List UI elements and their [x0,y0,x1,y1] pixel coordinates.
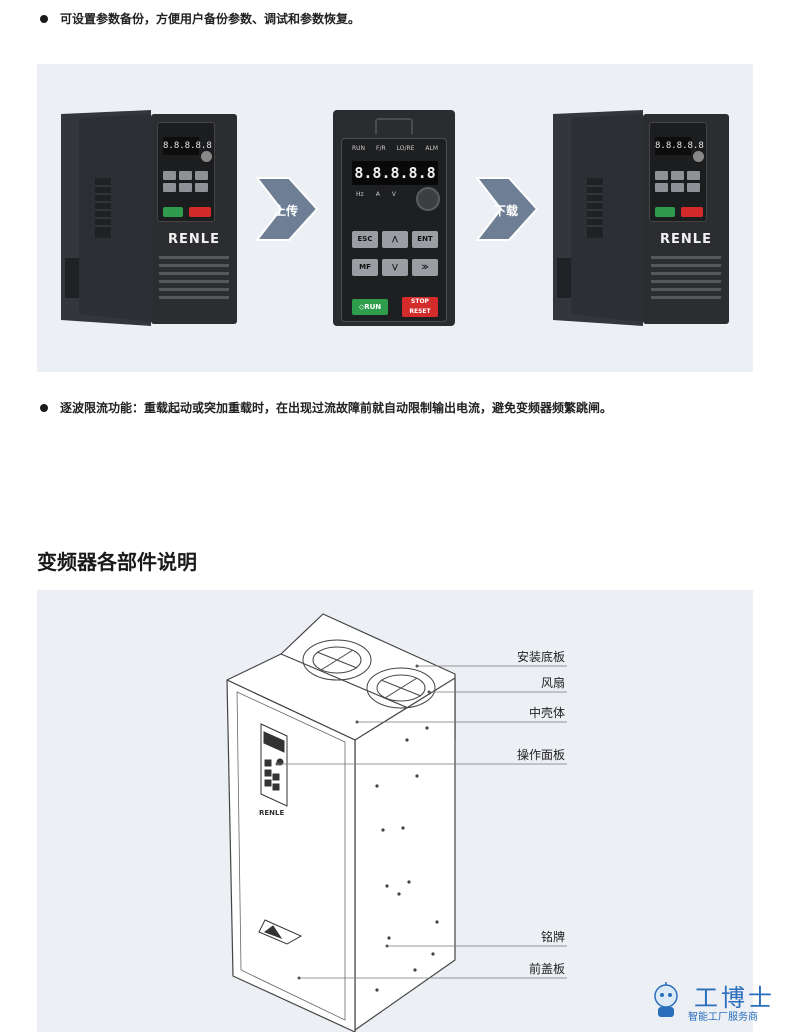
inverter-display: 8.8.8.8.8 [163,137,212,155]
unit-v: V [391,191,396,198]
led-run: RUN [352,145,366,152]
mf-key: MF [352,259,378,276]
label-middle-shell: 中壳体 [528,706,565,720]
upload-arrow: 上传 [254,176,319,242]
inverter-run-key [655,207,675,217]
inverter-right: 8.8.8.8.8 RENLE [551,108,731,328]
inverter-front: 8.8.8.8.8 RENLE [643,114,729,324]
arrow-right-icon [474,177,539,241]
inverter-run-key [163,207,183,217]
inverter-left: 8.8.8.8.8 RENLE [59,108,239,328]
watermark: 工博士 智能工厂服务商 [646,970,786,1026]
ent-key: ENT [412,231,438,248]
down-key: ⋁ [382,259,408,276]
run-key: ◇RUN [352,299,388,315]
download-arrow: 下载 [474,176,539,242]
section-title: 变频器各部件说明 [37,550,197,574]
unit-hz: Hz [356,191,364,198]
inverter-warning-label [651,256,721,314]
esc-key: ESC [352,231,378,248]
led-alm: ALM [425,145,438,152]
label-front-cover: 前盖板 [528,962,565,976]
bullet-dot [40,14,48,23]
inverter-line-drawing: RENLE [226,613,567,1032]
shift-key: ≫ [412,259,438,276]
inverter-stop-key [189,207,211,217]
inverter-keys [163,171,211,192]
watermark-tagline: 智能工厂服务商 [688,1012,758,1023]
label-operation-panel: 操作面板 [516,748,565,762]
keypad-face: RUN F/R LO/RE ALM 8.8.8.8.8 Hz A V ESC ⋀… [341,138,447,322]
parameter-copy-illustration: 8.8.8.8.8 RENLE 上传 RUN F/R [37,64,753,372]
up-key: ⋀ [382,231,408,248]
bullet-text: 逐波限流功能：重载起动或突加重载时，在出现过流故障前就自动限制输出电流，避免变频… [60,401,613,415]
keypad-knob [416,187,440,211]
inverter-front: 8.8.8.8.8 RENLE [151,114,237,324]
bullet-wave-current-limit: 逐波限流功能：重载起动或突加重载时，在出现过流故障前就自动限制输出电流，避免变频… [40,399,612,416]
stop-label: STOP [411,298,429,305]
inverter-control-panel: 8.8.8.8.8 [157,122,215,222]
inverter-housing [61,110,151,326]
components-diagram-panel: RENLE 安装底板 [37,590,753,1032]
inverter-warning-label [159,256,229,314]
inverter-stop-key [681,207,703,217]
label-fan: 风扇 [540,676,565,690]
keypad-cable-slot [375,118,413,134]
robot-mascot-icon [654,982,678,1017]
bullet-parameter-backup: 可设置参数备份，方便用户备份参数、调试和参数恢复。 [40,10,360,27]
led-fr: F/R [376,145,386,152]
download-label: 下载 [493,204,518,218]
keypad-display: 8.8.8.8.8 [352,161,438,185]
unit-a: A [375,191,380,198]
inverter-knob [201,151,212,162]
watermark-brand: 工博士 [694,984,775,1012]
bullet-text: 可设置参数备份，方便用户备份参数、调试和参数恢复。 [60,12,361,26]
keypad-status-leds: RUN F/R LO/RE ALM [352,145,438,152]
inverter-control-panel: 8.8.8.8.8 [649,122,707,222]
inverter-brand: RENLE [168,232,220,247]
led-lore: LO/RE [396,145,415,152]
diagram-brand: RENLE [259,809,284,817]
arrow-right-icon [254,177,319,241]
bullet-dot [40,403,48,412]
inverter-knob [693,151,704,162]
operation-keypad: RUN F/R LO/RE ALM 8.8.8.8.8 Hz A V ESC ⋀… [333,110,455,326]
inverter-housing [553,110,643,326]
inverter-brand: RENLE [660,232,712,247]
inverter-display: 8.8.8.8.8 [655,137,704,155]
upload-label: 上传 [273,204,298,218]
stop-reset-key: STOP RESET [402,297,438,317]
keypad-units: Hz A V [356,191,396,198]
label-nameplate: 铭牌 [540,930,565,944]
label-mounting-plate: 安装底板 [516,650,565,664]
inverter-keys [655,171,703,192]
reset-label: RESET [409,308,431,315]
